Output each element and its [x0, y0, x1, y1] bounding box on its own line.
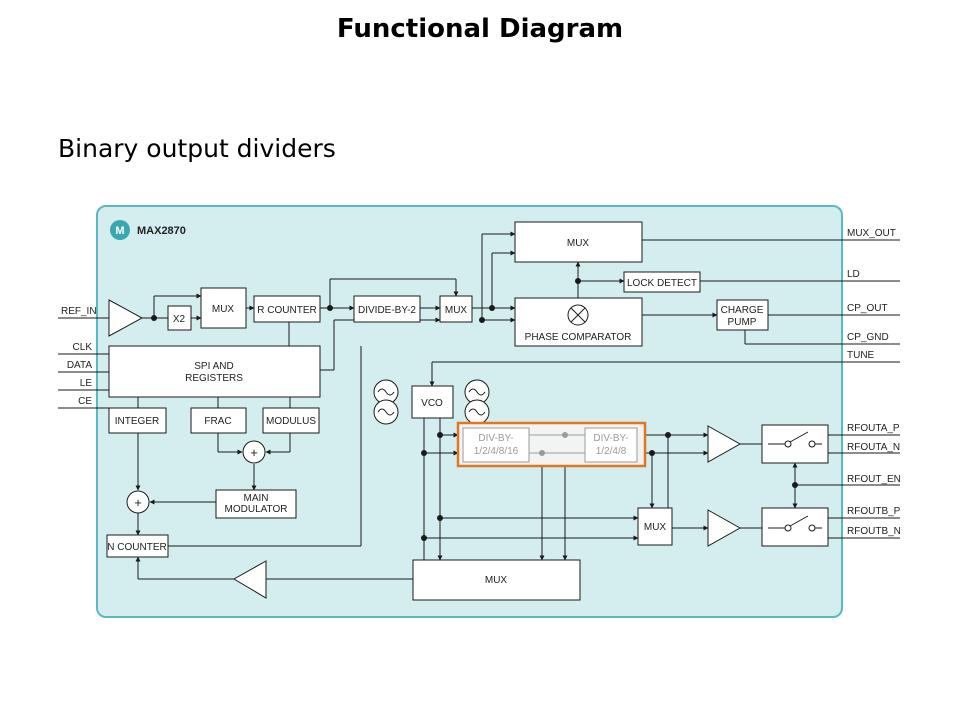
feedback-mux-label: MUX — [485, 575, 508, 586]
ref-mux-block — [200, 287, 247, 329]
b-mux-label: MUX — [644, 522, 667, 533]
pin-tune: TUNE — [847, 350, 875, 361]
phase-comparator-label: PHASE COMPARATOR — [525, 332, 632, 343]
mixer-icon — [567, 304, 589, 326]
output-a-amp — [707, 425, 742, 463]
charge-pump-block — [716, 299, 769, 331]
main-modulator-block — [215, 489, 297, 519]
lock-detect-label: LOCK DETECT — [627, 278, 697, 289]
x2-block — [167, 305, 192, 331]
frac-summer-sign: + — [250, 445, 258, 460]
pin-ld: LD — [847, 269, 860, 280]
charge-pump-label-1: CHARGE — [721, 305, 764, 316]
pd-mux-label: MUX — [445, 305, 468, 316]
vco-label: VCO — [421, 398, 443, 409]
pin-ref-in: REF_IN — [61, 306, 97, 317]
pin-cp-out: CP_OUT — [847, 303, 888, 314]
pin-ce: CE — [78, 396, 92, 407]
output-b-amp — [707, 509, 742, 547]
n-counter-block — [106, 534, 169, 558]
ref-mux-label: MUX — [212, 304, 235, 315]
div-b-label-2: 1/2/4/8 — [596, 446, 627, 457]
pin-mux-out: MUX_OUT — [847, 228, 896, 239]
switch-b-block — [761, 507, 829, 547]
frac-label: FRAC — [204, 416, 231, 427]
spi-label-2: REGISTERS — [185, 373, 243, 384]
div-a-block — [462, 427, 530, 463]
n-counter-label: N COUNTER — [107, 542, 166, 553]
spi-registers-block — [108, 345, 321, 398]
pin-rfoutb-p: RFOUTB_P — [847, 506, 901, 517]
top-mux-block — [514, 221, 643, 263]
div-a-label-2: 1/2/4/8/16 — [474, 446, 519, 457]
lock-detect-block — [623, 271, 701, 293]
pin-cp-gnd: CP_GND — [847, 332, 889, 343]
top-mux-label: MUX — [567, 238, 590, 249]
pin-clk: CLK — [73, 342, 93, 353]
integer-label: INTEGER — [115, 416, 159, 427]
pin-le: LE — [80, 378, 93, 389]
pin-rfoutb-n: RFOUTB_N — [847, 526, 901, 537]
ref-buffer-amp — [108, 299, 144, 337]
b-mux-block — [637, 507, 673, 546]
modulus-label: MODULUS — [266, 416, 316, 427]
slide-title: Functional Diagram — [336, 14, 624, 44]
vco-block — [411, 385, 454, 419]
maxim-logo: M — [110, 220, 130, 240]
r-counter-block — [253, 295, 321, 323]
div-b-label-1: DIV-BY- — [593, 433, 628, 444]
r-counter-label: R COUNTER — [257, 305, 316, 316]
main-modulator-label-2: MODULATOR — [225, 504, 288, 515]
x2-label: X2 — [173, 314, 186, 325]
n-summer — [126, 490, 150, 514]
frac-summer — [242, 440, 266, 464]
feedback-mux-block — [412, 559, 581, 601]
main-modulator-label-1: MAIN — [244, 493, 269, 504]
svg-text:M: M — [115, 225, 124, 237]
pin-data: DATA — [67, 360, 93, 371]
slide-subtitle: Binary output dividers — [58, 134, 336, 163]
pin-rfouta-n: RFOUTA_N — [847, 442, 900, 453]
n-summer-sign: + — [134, 495, 142, 510]
feedback-buffer-amp — [233, 560, 267, 599]
pin-rfout-en: RFOUT_EN — [847, 474, 901, 485]
frac-block — [190, 407, 247, 434]
divide-by-2-label: DIVIDE-BY-2 — [358, 305, 416, 316]
divide-by-2-block — [353, 295, 421, 323]
chip-name: MAX2870 — [137, 225, 186, 237]
div-b-block — [584, 427, 638, 463]
spi-label-1: SPI AND — [194, 361, 233, 372]
integer-block — [108, 407, 167, 434]
pd-mux-block — [439, 295, 473, 323]
pin-rfouta-p: RFOUTA_P — [847, 423, 900, 434]
charge-pump-label-2: PUMP — [728, 317, 757, 328]
modulus-block — [262, 407, 320, 434]
div-a-label-1: DIV-BY- — [478, 433, 513, 444]
